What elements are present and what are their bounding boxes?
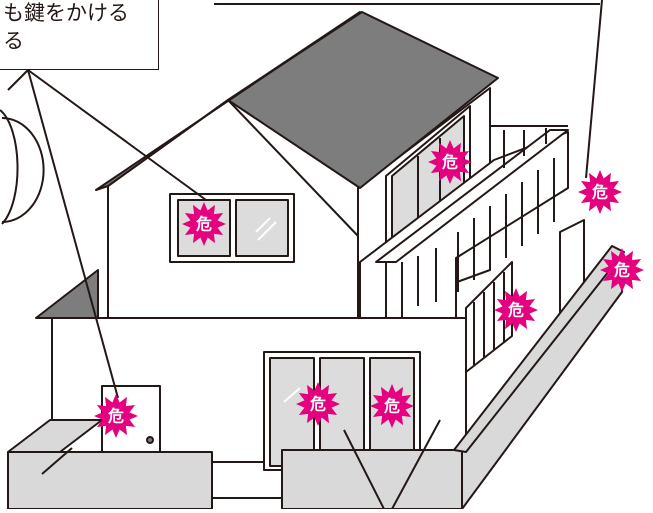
balcony-rail-top — [375, 129, 569, 263]
warning-badge-label: 危 — [614, 261, 630, 280]
lower-left-roof — [35, 269, 99, 319]
warning-badge-label: 危 — [108, 407, 124, 426]
starburst-warning-icon: 危 — [494, 288, 538, 332]
warning-badges: 危危危危危危危危 — [94, 140, 644, 438]
starburst-warning-icon: 危 — [578, 170, 622, 214]
roof-left-slope — [95, 11, 361, 191]
starburst-warning-icon: 危 — [600, 248, 644, 292]
callout-leader-1 — [27, 69, 119, 399]
top-right-leader — [585, 0, 603, 179]
bottom-leader-2 — [391, 419, 441, 510]
warning-badge-label: 危 — [592, 183, 608, 202]
side-wall-right-top — [453, 245, 625, 453]
warning-badge-label: 危 — [196, 215, 212, 234]
warning-badge-label: 危 — [442, 153, 458, 172]
upper-window-pane-right — [235, 199, 289, 257]
warning-badge-label: 危 — [508, 301, 524, 320]
side-circle-arc — [1, 117, 45, 223]
callout-leader-2 — [27, 69, 207, 201]
starburst-warning-icon: 危 — [182, 202, 226, 246]
warning-badge-label: 危 — [384, 397, 400, 416]
door-knob — [146, 436, 154, 444]
barred-window — [465, 261, 513, 373]
front-wall-left-top — [7, 419, 103, 453]
starburst-warning-icon: 危 — [428, 140, 472, 184]
front-wall-left — [7, 451, 213, 510]
callout-leader-3 — [7, 69, 29, 91]
callout-label: も鍵をかける る — [0, 0, 159, 70]
starburst-warning-icon: 危 — [94, 394, 138, 438]
balcony-rails — [385, 128, 555, 318]
side-circle-arc-outer — [0, 109, 19, 225]
warning-badge-label: 危 — [310, 395, 326, 414]
bottom-leader-1 — [343, 429, 385, 510]
starburst-warning-icon: 危 — [296, 382, 340, 426]
front-wall-right — [281, 449, 463, 510]
callout-text-line-2: る — [3, 29, 24, 53]
callout-text-line-1: も鍵をかける — [3, 1, 129, 25]
balcony-floor — [359, 131, 569, 319]
starburst-warning-icon: 危 — [370, 384, 414, 428]
